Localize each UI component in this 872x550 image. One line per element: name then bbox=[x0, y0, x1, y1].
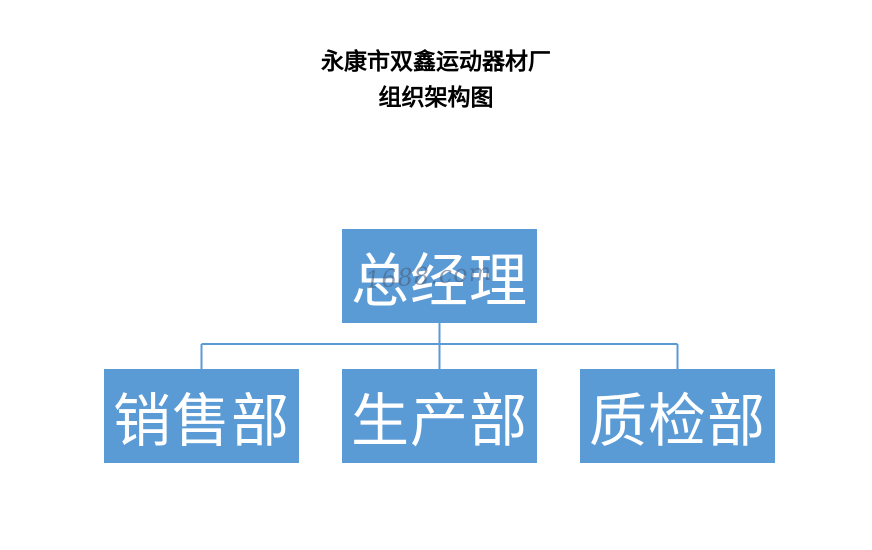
node-qc-department: 质检部 bbox=[580, 369, 775, 463]
node-sales-department-label: 销售部 bbox=[112, 387, 290, 455]
chart-title-company: 永康市双鑫运动器材厂 bbox=[321, 49, 551, 75]
node-sales-department: 销售部 bbox=[104, 369, 299, 463]
node-qc-department-label: 质检部 bbox=[588, 387, 766, 455]
node-general-manager: 总经理 bbox=[342, 229, 537, 323]
chart-title-subtitle: 组织架构图 bbox=[378, 85, 494, 111]
chart-title: 永康市双鑫运动器材厂 组织架构图 bbox=[0, 44, 872, 116]
node-production-department: 生产部 bbox=[342, 369, 537, 463]
node-general-manager-label: 总经理 bbox=[350, 247, 528, 315]
node-production-department-label: 生产部 bbox=[350, 387, 528, 455]
